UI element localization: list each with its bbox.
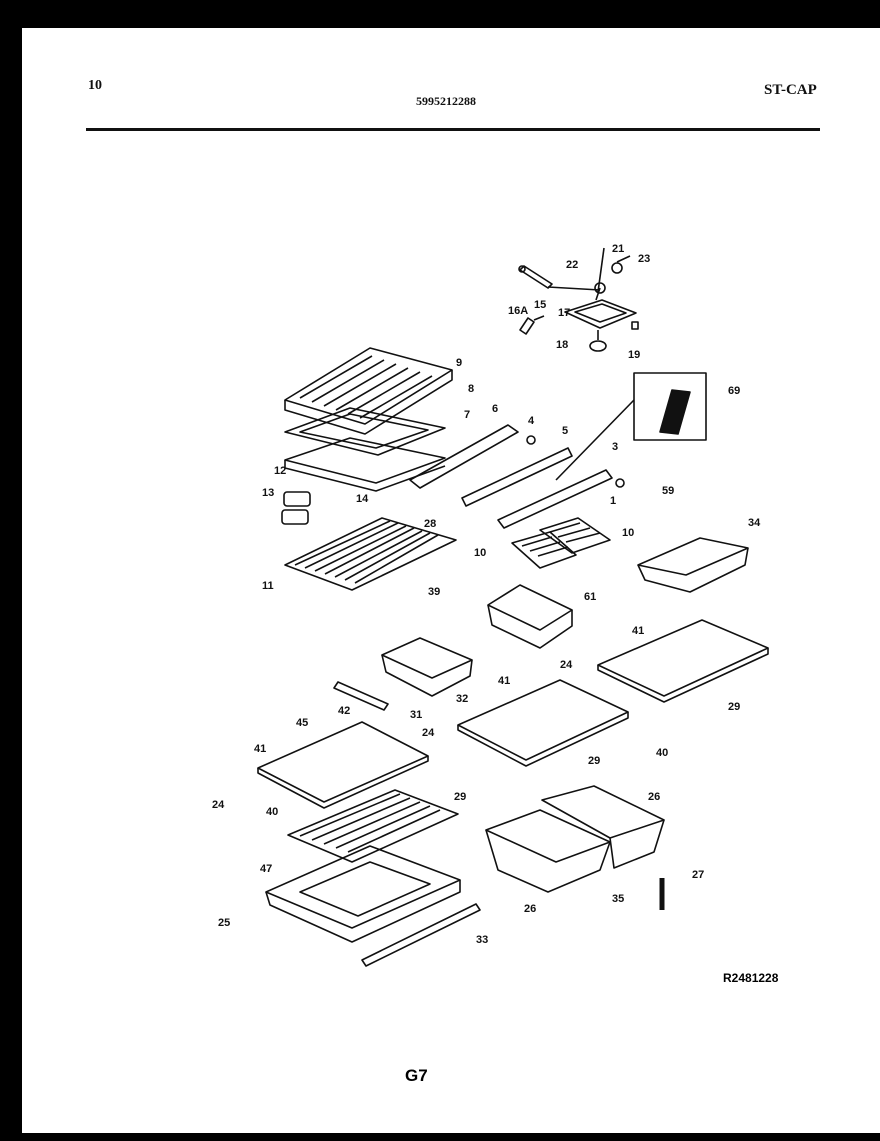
- clip-4: [526, 435, 536, 445]
- callout-26-left: 26: [524, 903, 536, 915]
- callout-27: 27: [692, 869, 704, 881]
- crisper-frame-25: [265, 845, 461, 943]
- callout-23: 23: [638, 253, 650, 265]
- callout-45: 45: [296, 717, 308, 729]
- glass-shelf-middle: [457, 679, 629, 767]
- callout-34: 34: [748, 517, 761, 529]
- callout-16a: 16A: [508, 305, 528, 317]
- callout-32: 32: [456, 693, 468, 705]
- trim-strip-42: [333, 681, 389, 711]
- callout-4: 4: [528, 415, 535, 427]
- callout-22: 22: [566, 259, 578, 271]
- shelf-rail-6: [409, 424, 519, 489]
- drawing-reference-code: R2481228: [723, 971, 779, 985]
- ice-tray-10a: [511, 531, 577, 569]
- callout-26-right: 26: [648, 791, 660, 803]
- callout-14: 14: [356, 493, 369, 505]
- crisper-pan-26b: [541, 785, 665, 869]
- callout-28: 28: [424, 518, 436, 530]
- callout-24-middle: 24: [422, 727, 435, 739]
- callout-5: 5: [562, 425, 568, 437]
- callout-40-lower: 40: [266, 806, 278, 818]
- inset-box-69: [633, 372, 707, 441]
- callout-42: 42: [338, 705, 350, 717]
- leader-69: [555, 399, 635, 481]
- crisper-pan-26a: [485, 809, 611, 893]
- part-number: 5995212288: [416, 94, 476, 108]
- brackets-12-13: [281, 491, 311, 525]
- callout-1: 1: [610, 495, 616, 507]
- parts-sheet: [22, 28, 880, 1133]
- callout-18: 18: [556, 339, 568, 351]
- callout-61: 61: [584, 591, 596, 603]
- callout-29-lower: 29: [454, 791, 466, 803]
- callout-69: 69: [728, 385, 740, 397]
- callout-35: 35: [612, 893, 624, 905]
- door-bin-34: [637, 537, 749, 593]
- callout-9: 9: [456, 357, 462, 369]
- callout-7: 7: [464, 409, 470, 421]
- callout-24-lower: 24: [212, 799, 225, 811]
- glass-shelf-left: [257, 721, 429, 809]
- callout-47: 47: [260, 863, 272, 875]
- crisper-cover-top: [284, 347, 453, 435]
- callout-31: 31: [410, 709, 422, 721]
- callout-41-upper: 41: [632, 625, 644, 637]
- callout-33: 33: [476, 934, 488, 946]
- callout-13: 13: [262, 487, 274, 499]
- model-code: ST-CAP: [764, 82, 817, 98]
- wire-shelf: [284, 517, 457, 591]
- callout-19: 19: [628, 349, 640, 361]
- callout-39: 39: [428, 586, 440, 598]
- part-69: [659, 389, 691, 435]
- control-assembly: [518, 247, 639, 352]
- callout-25: 25: [218, 917, 230, 929]
- callout-11: 11: [262, 580, 274, 592]
- crisper-cover-frame: [284, 407, 446, 456]
- header-rule: [86, 128, 820, 131]
- callout-59: 59: [662, 485, 674, 497]
- crisper-grille-47: [287, 789, 459, 863]
- callout-15: 15: [534, 299, 546, 311]
- crisper-cover-glass: [284, 437, 446, 492]
- bar-33: [361, 903, 481, 967]
- callout-10-left: 10: [474, 547, 486, 559]
- callout-40-upper: 40: [656, 747, 668, 759]
- callout-6: 6: [492, 403, 498, 415]
- callout-10-right: 10: [622, 527, 634, 539]
- callout-21: 21: [612, 243, 624, 255]
- page-number: 10: [88, 78, 102, 93]
- callout-41-middle: 41: [498, 675, 510, 687]
- shelf-rail-1: [497, 469, 613, 529]
- callout-29-middle: 29: [588, 755, 600, 767]
- callout-17: 17: [558, 307, 570, 319]
- glass-shelf-upper-right: [597, 619, 769, 703]
- callout-41-lower: 41: [254, 743, 266, 755]
- ice-bucket-61: [487, 584, 573, 649]
- callout-12: 12: [274, 465, 286, 477]
- clip-59: [615, 478, 625, 488]
- callout-24-upper: 24: [560, 659, 573, 671]
- ice-tray-10b: [539, 517, 611, 554]
- shelf-rail-5: [461, 447, 573, 507]
- callout-3: 3: [612, 441, 618, 453]
- callout-8: 8: [468, 383, 474, 395]
- callout-29-upper: 29: [728, 701, 740, 713]
- page-label: G7: [405, 1066, 428, 1085]
- dairy-bin-31: [381, 637, 473, 697]
